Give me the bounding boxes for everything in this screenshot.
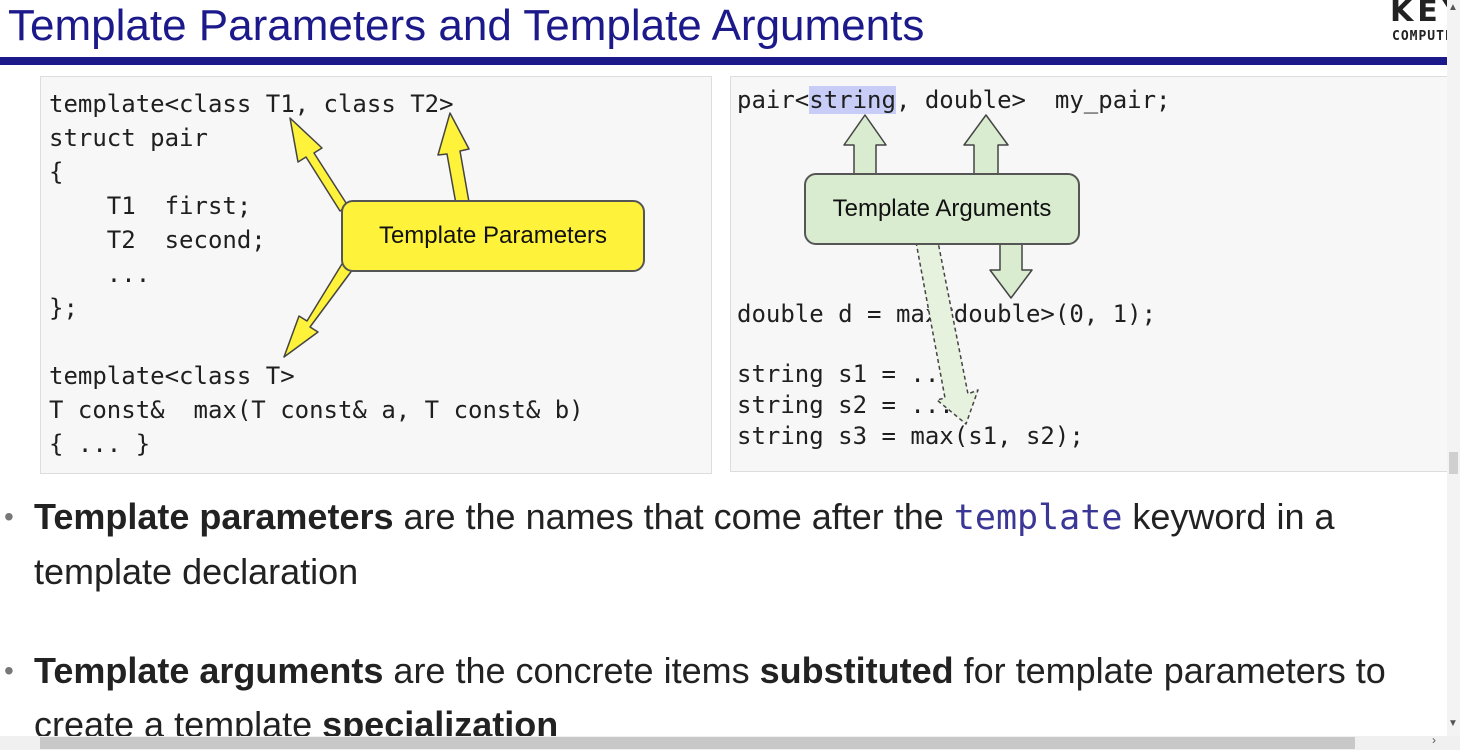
bullet-item: • Template arguments are the concrete ite… [4, 644, 1434, 752]
code-line: string s3 = max(s1, s2); [737, 422, 1084, 450]
bullet-dot: • [4, 655, 14, 686]
left-code-block-2: template<class T> T const& max(T const& … [49, 359, 584, 461]
title-rule [0, 57, 1447, 65]
code-line: template<class T> [49, 362, 295, 390]
arrow-to-max-double [989, 241, 1033, 299]
arrow-to-string [843, 114, 887, 175]
code-line: T const& max(T const& a, T const& b) [49, 396, 584, 424]
code-line: { [49, 158, 64, 186]
bullet-text: are the names that come after the [393, 496, 954, 537]
code-line: template<class T1, class T2> [49, 90, 454, 118]
bullet-dot: • [4, 501, 14, 532]
arg-arrows [843, 114, 1033, 425]
code-text: double d = max<double>(0, 1); [737, 300, 1157, 328]
arrow-to-T1 [289, 117, 349, 212]
template-parameters-callout: Template Parameters [341, 200, 645, 272]
chevron-down-icon[interactable]: ▼ [1448, 718, 1458, 729]
selected-text-highlight[interactable]: string [809, 86, 896, 114]
bullet-item: • Template parameters are the names that … [4, 490, 1434, 599]
template-arguments-callout: Template Arguments [804, 173, 1080, 245]
vertical-scroll-thumb[interactable] [1449, 452, 1458, 474]
bullet-bold: Template parameters [34, 496, 394, 537]
chevron-right-icon[interactable]: › [1432, 733, 1436, 747]
right-code-line-2: double d = max<double>(0, 1); [737, 297, 1156, 331]
slide-title: Template Parameters and Template Argumen… [8, 1, 925, 50]
arrow-to-T [283, 258, 357, 358]
arrow-to-double [963, 114, 1009, 175]
code-text: , double> my_pair; [895, 86, 1171, 114]
param-arrows [283, 112, 470, 358]
code-line: struct pair [49, 124, 208, 152]
bullet-bold: substituted [759, 650, 954, 691]
code-line: T2 second; [49, 226, 266, 254]
left-code-panel: template<class T1, class T2> struct pair… [40, 76, 712, 474]
left-code-block-1: template<class T1, class T2> struct pair… [49, 87, 454, 325]
right-code-line-1: pair<string, double> my_pair; [737, 83, 1171, 117]
code-line: ... [49, 260, 151, 288]
arrow-to-max-call [915, 241, 979, 425]
code-line: { ... } [49, 430, 151, 458]
arrow-to-T2 [437, 112, 470, 205]
bullet-text: for template parameters to create a temp… [34, 650, 1386, 745]
code-text: pair< [737, 86, 810, 114]
horizontal-scrollbar[interactable]: › [0, 733, 1460, 750]
logo-subtext: COMPUTER [1392, 29, 1460, 44]
bullet-text: are the concrete items [383, 650, 760, 691]
horizontal-scroll-thumb[interactable] [40, 737, 1355, 749]
bullet-code-keyword: template [953, 498, 1123, 538]
vertical-scrollbar[interactable]: ▲ ▼ [1447, 0, 1460, 736]
bullet-bold: Template arguments [34, 650, 384, 691]
chevron-up-icon[interactable]: ▲ [1448, 2, 1458, 13]
bullet-text: keyword in a template declaration [34, 496, 1335, 592]
code-line: }; [49, 294, 78, 322]
code-line: T1 first; [49, 192, 252, 220]
